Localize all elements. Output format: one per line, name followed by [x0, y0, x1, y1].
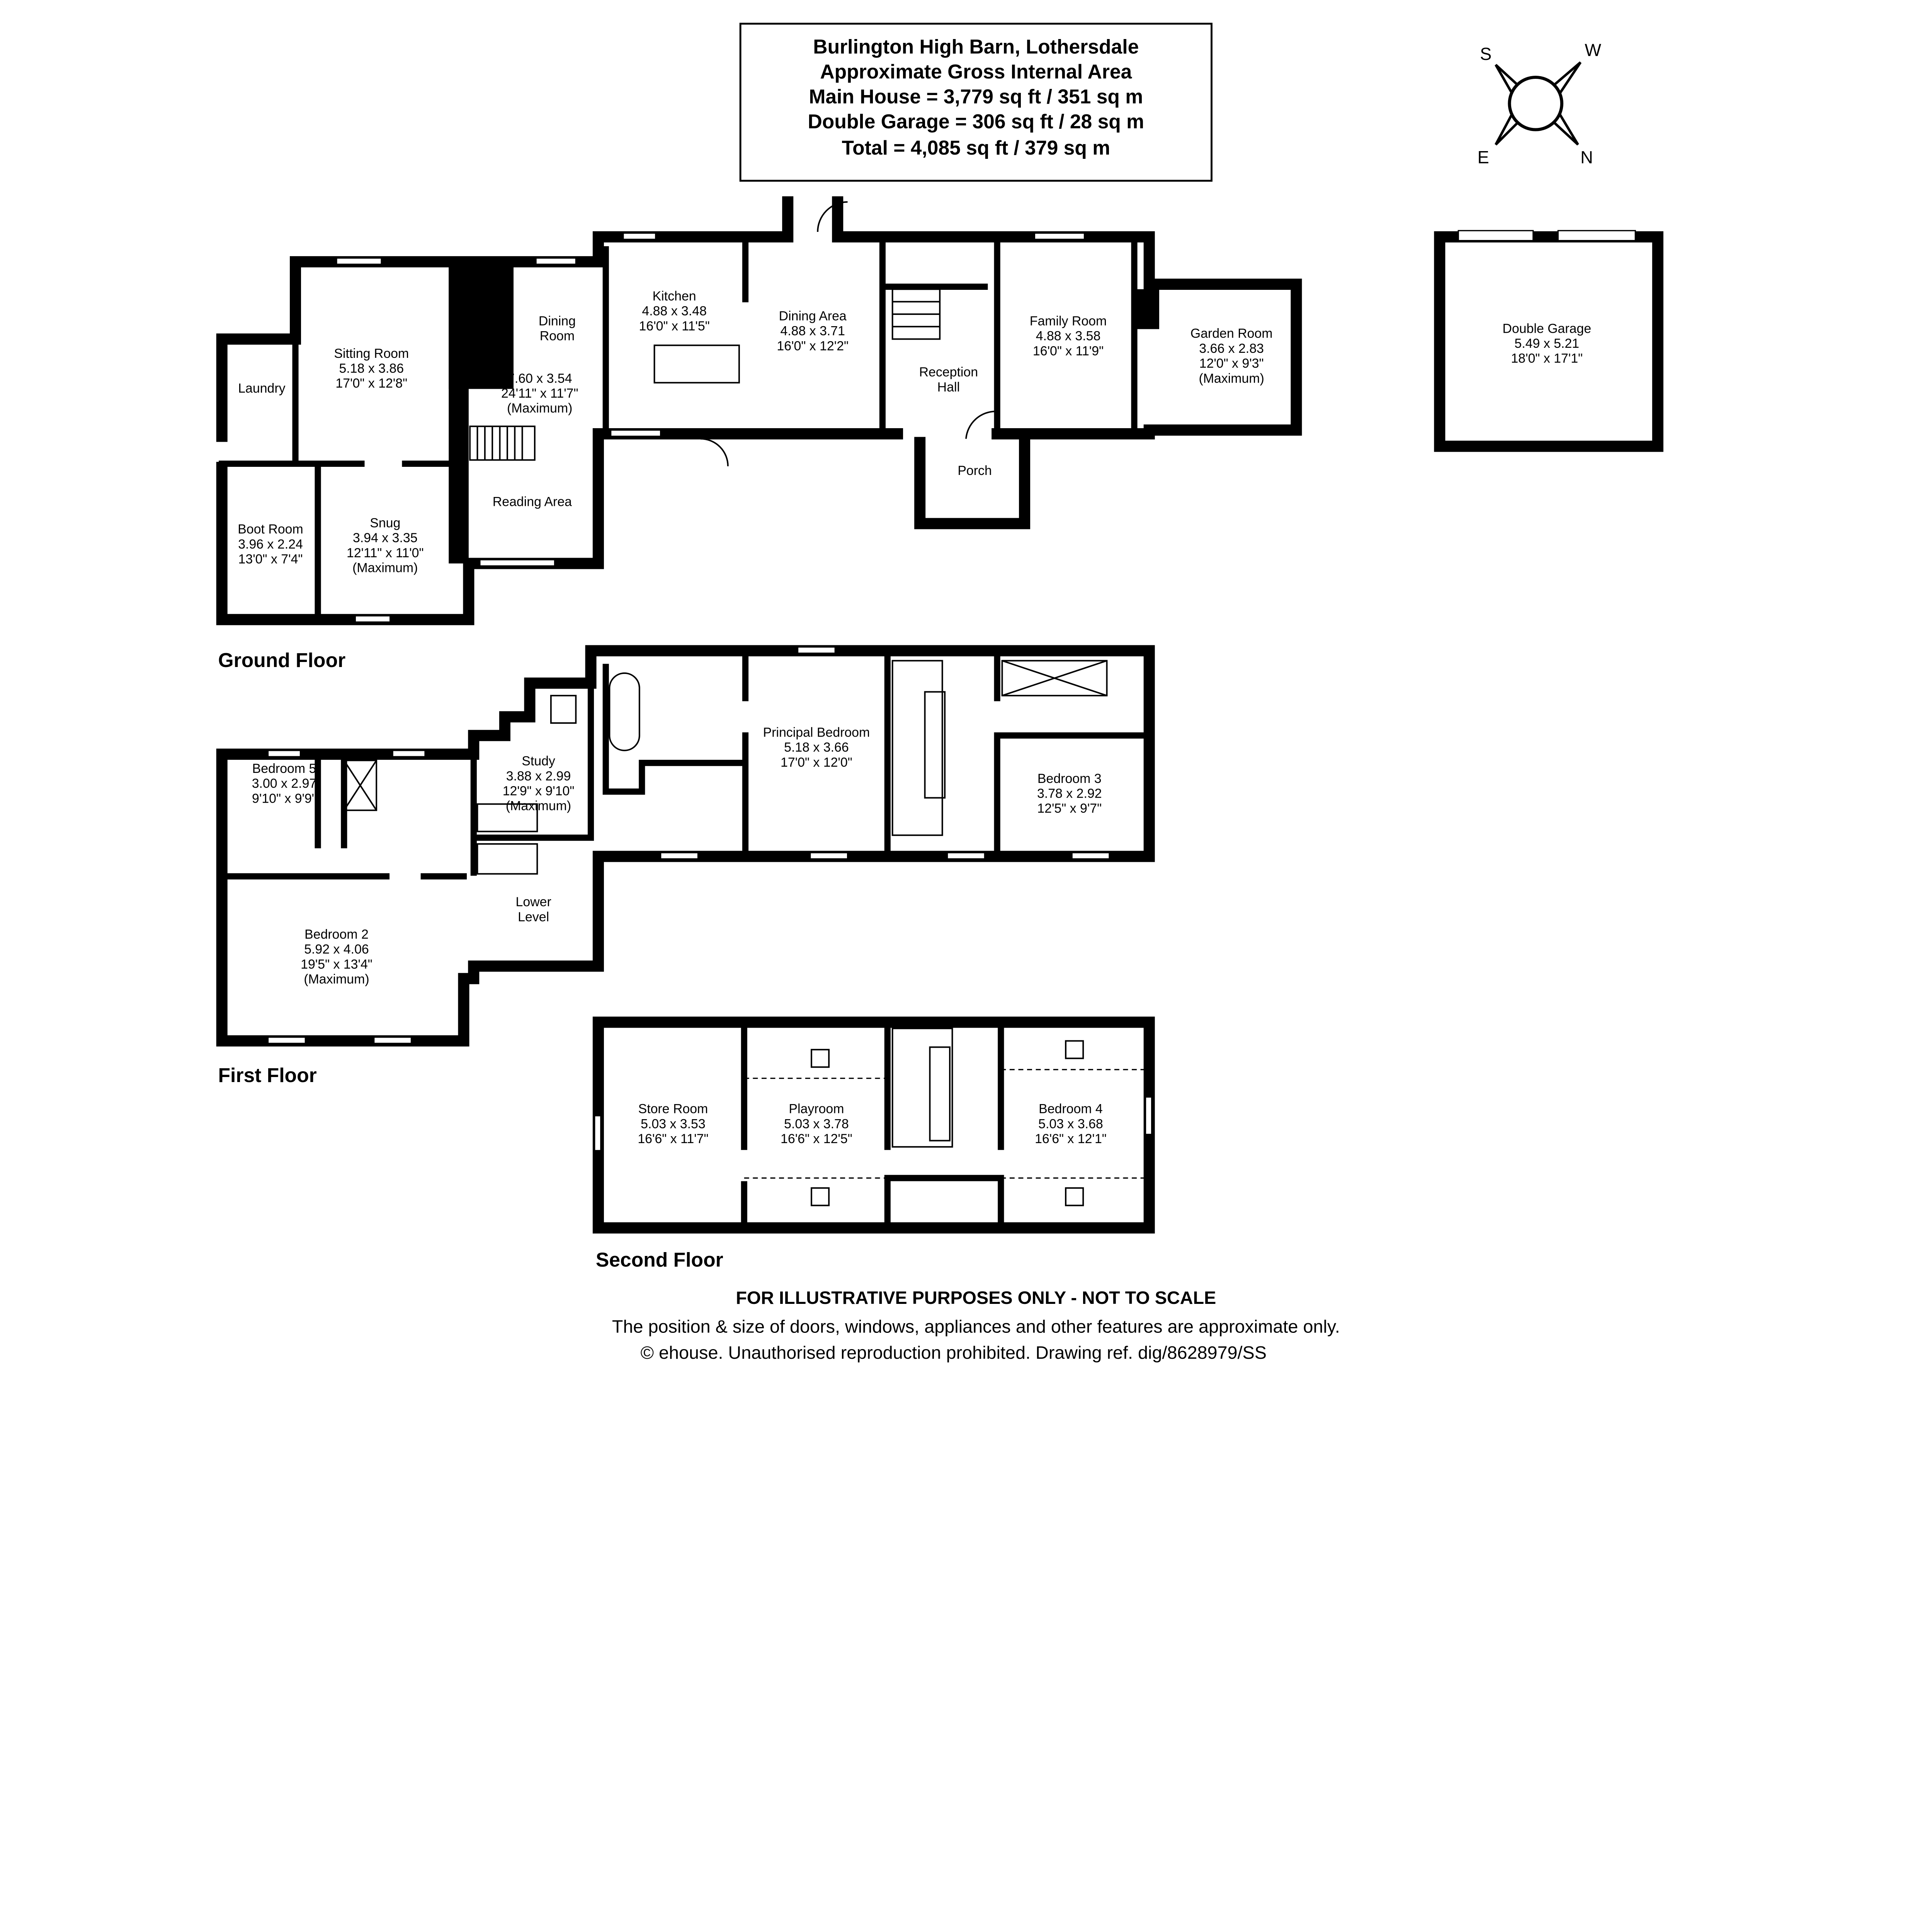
compass-icon: S W E N	[1478, 40, 1602, 167]
room-double-garage-imperial: 18'0" x 17'1"	[1511, 351, 1583, 366]
garage-area: Double Garage = 306 sq ft / 28 sq m	[808, 110, 1145, 133]
disclaimer-heading: FOR ILLUSTRATIVE PURPOSES ONLY - NOT TO …	[736, 1288, 1216, 1308]
compass-n: N	[1580, 148, 1593, 167]
total-area: Total = 4,085 sq ft / 379 sq m	[842, 136, 1110, 159]
property-title: Burlington High Barn, Lothersdale	[813, 36, 1139, 58]
disclaimer: FOR ILLUSTRATIVE PURPOSES ONLY - NOT TO …	[612, 1288, 1340, 1363]
second-floor-label: Second Floor	[596, 1248, 723, 1271]
disclaimer-text: The position & size of doors, windows, a…	[612, 1316, 1340, 1336]
room-porch: Porch	[957, 463, 992, 478]
compass-e: E	[1478, 148, 1489, 167]
main-house-area: Main House = 3,779 sq ft / 351 sq m	[809, 85, 1143, 108]
first-floor-label: First Floor	[218, 1064, 317, 1086]
ground-floor-label: Ground Floor	[218, 649, 346, 671]
room-double-garage-metric: 5.49 x 5.21	[1514, 336, 1579, 351]
compass-s: S	[1480, 44, 1492, 64]
area-summary-box: Burlington High Barn, Lothersdale Approx…	[739, 22, 1213, 182]
first-floor-walls	[216, 645, 1155, 1047]
second-floor-walls	[592, 1016, 1155, 1234]
room-reading-area: Reading Area	[493, 495, 572, 509]
compass-w: W	[1585, 40, 1601, 60]
ground-floor-walls	[216, 196, 1663, 625]
room-laundry: Laundry	[238, 381, 285, 396]
room-double-garage-name: Double Garage	[1502, 321, 1591, 336]
floor-plan: Burlington High Barn, Lothersdale Approx…	[216, 22, 1663, 1363]
copyright-text: © ehouse. Unauthorised reproduction proh…	[641, 1343, 1267, 1363]
area-subtitle: Approximate Gross Internal Area	[820, 60, 1132, 83]
